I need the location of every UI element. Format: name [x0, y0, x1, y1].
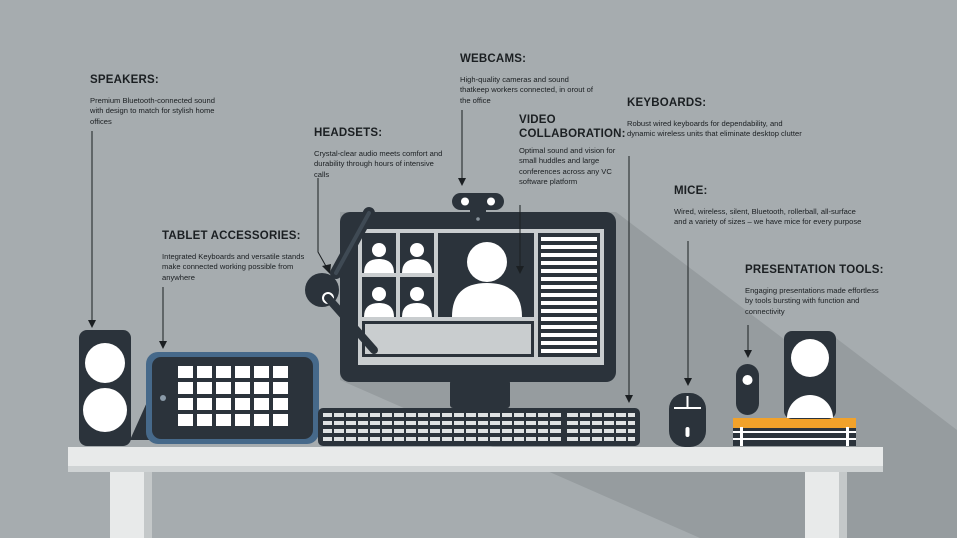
- mouse-icon: [669, 393, 706, 447]
- webcams-callout: WEBCAMS: High-quality cameras and sound …: [460, 52, 600, 106]
- keyboards-description: Robust wired keyboards for dependability…: [627, 119, 802, 139]
- presentation-tools-icon: [733, 364, 856, 446]
- headsets-callout: HEADSETS: Crystal-clear audio meets comf…: [314, 126, 449, 180]
- mice-description: Wired, wireless, silent, Bluetooth, roll…: [674, 207, 862, 227]
- desk: [68, 447, 883, 538]
- speakers-callout: SPEAKERS: Premium Bluetooth-connected so…: [90, 73, 230, 127]
- chat-panel: [538, 233, 600, 357]
- right-speaker-icon: [784, 331, 836, 419]
- webcams-description: High-quality cameras and sound thatkeep …: [460, 75, 593, 105]
- speakers-description: Premium Bluetooth-connected sound with d…: [90, 96, 215, 126]
- presentation-tools-callout: PRESENTATION TOOLS: Engaging presentatio…: [745, 263, 885, 317]
- presentation-tools-title: PRESENTATION TOOLS:: [745, 264, 884, 276]
- keyboards-title: KEYBOARDS:: [627, 97, 707, 109]
- headset-icon: [305, 207, 378, 354]
- video-collaboration-title: VIDEO COLLABORATION:: [519, 114, 626, 140]
- webcams-title: WEBCAMS:: [460, 53, 527, 65]
- headsets-title: HEADSETS:: [314, 127, 383, 139]
- tablet-accessories-callout: TABLET ACCESSORIES: Integrated Keyboards…: [162, 229, 307, 283]
- tablet-accessories-description: Integrated Keyboards and versatile stand…: [162, 252, 305, 282]
- video-collaboration-description: Optimal sound and vision for small huddl…: [519, 146, 616, 187]
- tablet-accessories-title: TABLET ACCESSORIES:: [162, 230, 301, 242]
- monitor-icon: [340, 212, 616, 408]
- mice-title: MICE:: [674, 185, 708, 197]
- speakers-title: SPEAKERS:: [90, 74, 159, 86]
- keyboard-icon: [318, 408, 640, 446]
- left-speaker-icon: [79, 330, 131, 446]
- video-participant-tiles: [362, 233, 534, 357]
- video-collaboration-callout: VIDEO COLLABORATION: Optimal sound and v…: [519, 113, 626, 188]
- headsets-description: Crystal-clear audio meets comfort and du…: [314, 149, 443, 179]
- keyboards-callout: KEYBOARDS: Robust wired keyboards for de…: [627, 96, 805, 140]
- tablet-icon: [130, 352, 319, 444]
- callout-arrows: [88, 110, 752, 403]
- webcam-icon: [452, 193, 504, 213]
- mice-callout: MICE: Wired, wireless, silent, Bluetooth…: [674, 184, 864, 228]
- presentation-tools-description: Engaging presentations made effortless b…: [745, 286, 879, 316]
